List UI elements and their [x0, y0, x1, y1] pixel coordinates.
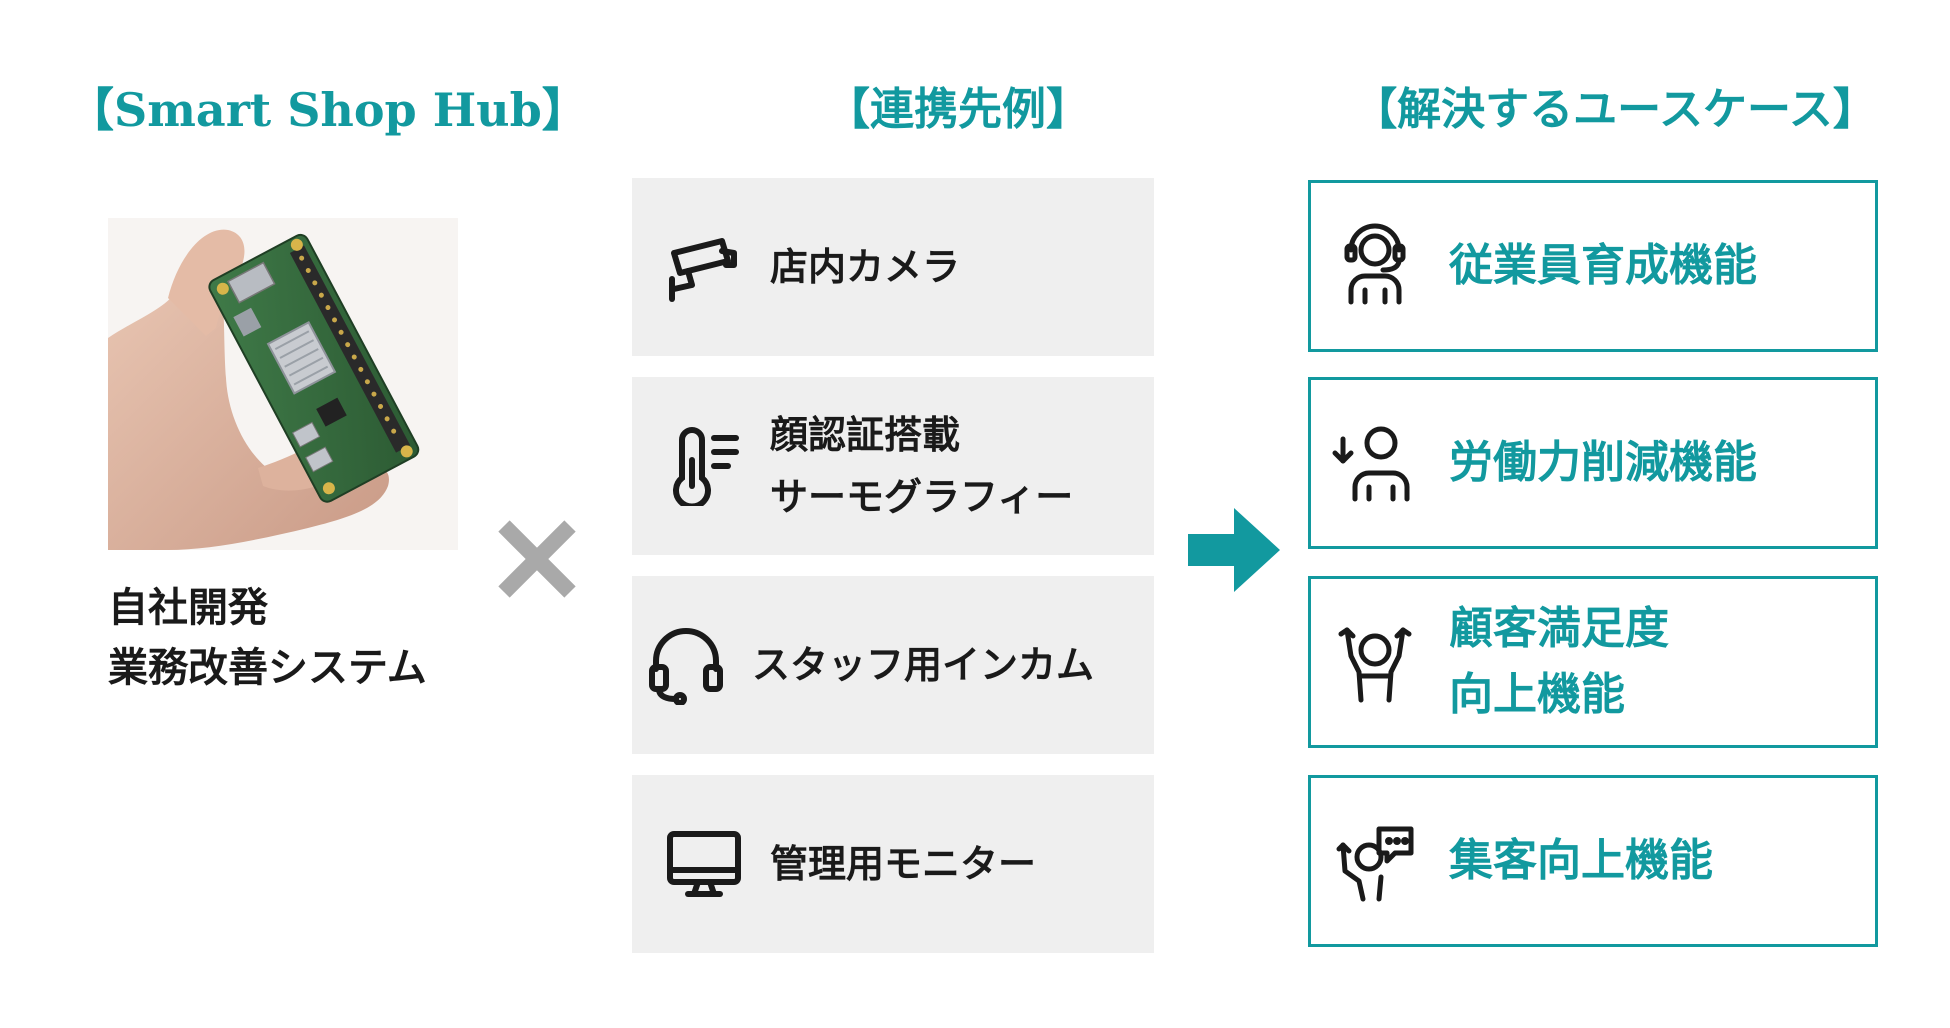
system-description: 自社開発 業務改善システム — [108, 578, 528, 698]
example-line: スタッフ用インカム — [752, 643, 1095, 687]
example-thermography: 顔認証搭載 サーモグラフィー — [632, 377, 1154, 555]
usecase-label: 従業員育成機能 — [1449, 233, 1757, 299]
headset-icon — [649, 628, 723, 705]
customer-chat-icon — [1336, 826, 1414, 902]
example-staff-intercom: スタッフ用インカム — [632, 576, 1154, 754]
usecase-label: 労働力削減機能 — [1449, 430, 1757, 496]
example-admin-monitor: 管理用モニター — [632, 775, 1154, 953]
usecase-labor-reduction: 労働力削減機能 — [1308, 377, 1878, 549]
example-line: 管理用モニター — [770, 842, 1037, 886]
usecase-line: 顧客満足度 — [1449, 603, 1669, 654]
usecase-staff-training: 従業員育成機能 — [1308, 180, 1878, 352]
hand-holding-board-image — [108, 218, 458, 550]
times-operator-icon — [498, 520, 576, 598]
usecase-label: 顧客満足度 向上機能 — [1449, 596, 1669, 728]
heading-smart-shop-hub: 【Smart Shop Hub】 — [68, 83, 588, 137]
usecase-line: 向上機能 — [1449, 669, 1625, 720]
device-photo — [108, 218, 458, 550]
security-camera-icon — [669, 238, 737, 302]
usecase-line: 労働力削減機能 — [1449, 437, 1757, 488]
person-down-arrow-icon — [1332, 426, 1410, 502]
usecase-label: 集客向上機能 — [1449, 828, 1713, 894]
trainer-icon — [1344, 223, 1406, 305]
example-label: 店内カメラ — [770, 236, 960, 298]
example-label: 顔認証搭載 サーモグラフィー — [770, 404, 1073, 528]
usecase-customer-satisfaction: 顧客満足度 向上機能 — [1308, 576, 1878, 748]
thermometer-icon — [673, 427, 739, 506]
example-line: 店内カメラ — [770, 245, 961, 289]
example-label: 管理用モニター — [770, 833, 1036, 895]
heading-use-cases: 【解決するユースケース】 — [1353, 84, 1877, 135]
example-line: 顔認証搭載 — [770, 413, 961, 457]
usecase-line: 集客向上機能 — [1449, 835, 1713, 886]
raised-hands-icon — [1338, 627, 1412, 703]
example-line: サーモグラフィー — [770, 475, 1074, 519]
usecase-customer-attraction: 集客向上機能 — [1308, 775, 1878, 947]
system-line-2: 業務改善システム — [108, 645, 427, 691]
example-store-camera: 店内カメラ — [632, 178, 1154, 356]
right-arrow-icon — [1188, 508, 1280, 592]
example-label: スタッフ用インカム — [752, 634, 1094, 696]
usecase-line: 従業員育成機能 — [1449, 240, 1757, 291]
heading-integration-examples: 【連携先例】 — [826, 84, 1090, 135]
monitor-icon — [667, 831, 741, 897]
system-line-1: 自社開発 — [108, 585, 268, 631]
